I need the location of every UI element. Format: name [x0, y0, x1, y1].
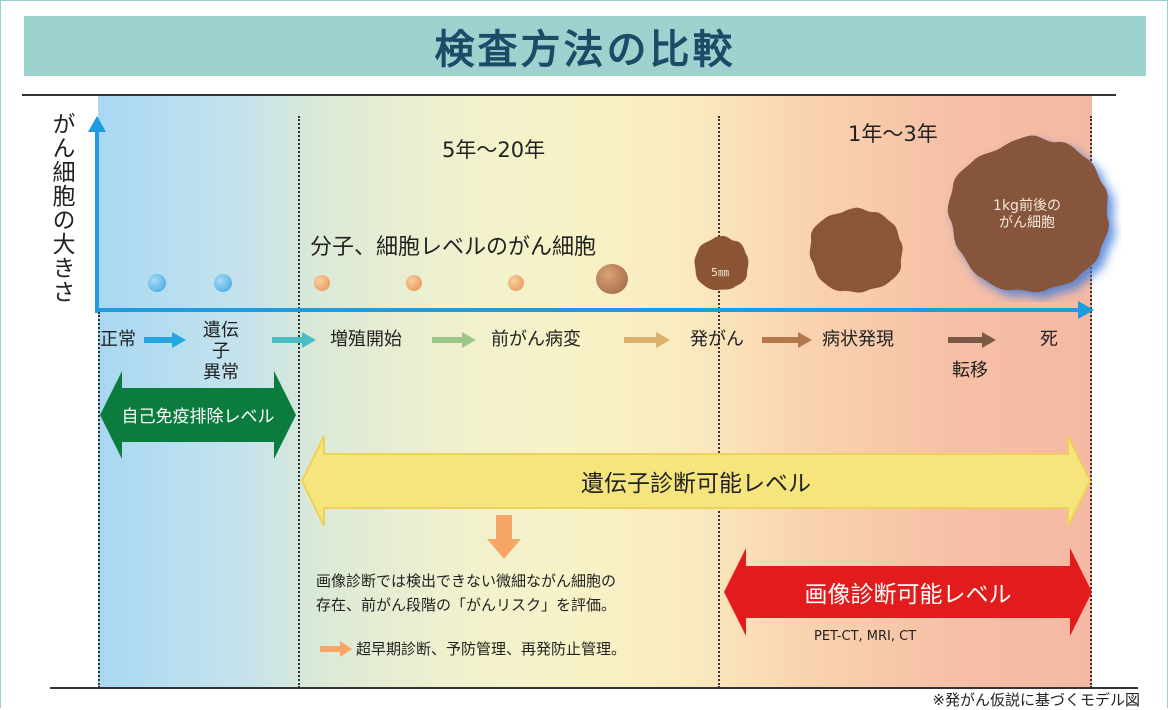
stage-precancer: 前がん病変 [491, 329, 581, 350]
down-arrow-orange [487, 515, 521, 559]
divider-death [1090, 116, 1092, 688]
x-axis-arrowhead [1078, 301, 1094, 319]
imaging-band: 画像診断可能レベル [722, 566, 1094, 618]
note-line2: 存在、前がん段階の「がんリスク」を評価。 [316, 596, 617, 614]
cell-level-label: 分子、細胞レベルのがん細胞 [310, 235, 597, 260]
stage-metastasis: 転移 [952, 360, 988, 381]
stage-gene-line1: 遺伝子 [203, 320, 239, 362]
genetic-band-label: 遺伝子診断可能レベル [581, 471, 811, 497]
x-axis [95, 308, 1080, 312]
y-axis-label: がん細胞の大きさ [48, 112, 74, 304]
immune-band: 自己免疫排除レベル [98, 390, 298, 438]
stage-gene-line2: 異常 [203, 362, 239, 383]
cell-early-3 [508, 275, 524, 291]
tumor-5mm-label: 5㎜ [711, 266, 729, 279]
cell-precancer [596, 264, 628, 294]
stage-death: 死 [1040, 329, 1058, 350]
tumor-1kg-label: 1kg前後の がん細胞 [972, 198, 1082, 232]
stage-proliferation: 増殖開始 [330, 329, 402, 350]
bottom-divider [50, 687, 1138, 689]
title-banner: 検査方法の比較 [24, 16, 1146, 76]
genetic-band: 遺伝子診断可能レベル [298, 456, 1094, 506]
note-text: 画像診断では検出できない微細ながん細胞の 存在、前がん段階の「がんリスク」を評価… [316, 569, 616, 617]
divider-normal [98, 312, 100, 688]
cell-early-2 [406, 275, 422, 291]
period-label-late: 1年〜3年 [848, 122, 938, 146]
note-line3: 超早期診断、予防管理、再発防止管理。 [356, 640, 627, 658]
y-axis [95, 128, 99, 313]
stage-normal: 正常 [100, 329, 136, 350]
imaging-band-label: 画像診断可能レベル [804, 582, 1012, 608]
stage-symptoms: 病状発現 [822, 329, 894, 350]
cell-normal-2 [214, 274, 232, 292]
tumor-medium [809, 207, 903, 293]
page-title: 検査方法の比較 [434, 27, 736, 73]
imaging-band-arrow [724, 548, 1092, 636]
tumor-1kg [947, 135, 1109, 293]
divider-carcinogenesis [718, 116, 720, 688]
cell-early-1 [314, 275, 330, 291]
footnote: ※発がん仮説に基づくモデル図 [932, 691, 1140, 709]
divider-proliferation [298, 116, 300, 688]
tumor-1kg-label-line2: がん細胞 [999, 215, 1055, 231]
immune-band-arrow [100, 371, 296, 459]
note-line1: 画像診断では検出できない微細ながん細胞の [316, 572, 617, 590]
top-divider [22, 94, 1116, 96]
tumor-1kg-label-line1: 1kg前後の [993, 198, 1061, 214]
imaging-modalities: PET-CT, MRI, CT [814, 629, 917, 644]
stage-gene-abnormal: 遺伝子 異常 [196, 320, 246, 383]
stage-carcinogenesis: 発がん [690, 329, 744, 350]
immune-band-label: 自己免疫排除レベル [121, 406, 275, 427]
period-label-early: 5年〜20年 [442, 138, 546, 162]
cell-normal-1 [148, 274, 166, 292]
tumor-5mm: 5㎜ [694, 235, 749, 291]
y-axis-arrowhead [88, 116, 106, 132]
genetic-band-arrow [300, 435, 1092, 527]
